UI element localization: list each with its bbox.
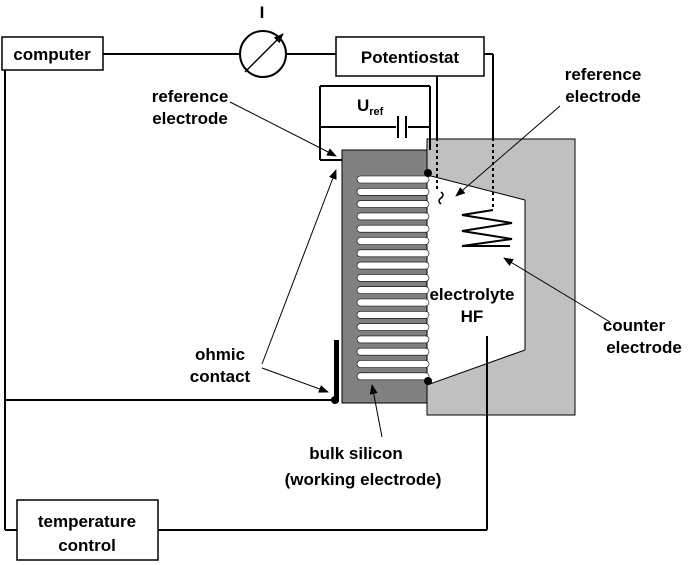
pore — [356, 237, 430, 245]
uref-label: Uref — [357, 96, 384, 118]
reference-electrode-label-left-2: electrode — [152, 109, 228, 128]
temperature-control-label-line2: control — [58, 536, 116, 555]
pore — [356, 200, 430, 208]
computer-label: computer — [13, 45, 91, 64]
ohmic-contact-dot — [331, 396, 339, 404]
reference-electrode-label-right-1: reference — [565, 65, 642, 84]
pore — [356, 360, 430, 368]
seal-dot-top — [424, 169, 432, 177]
counter-electrode-label-1: counter — [603, 316, 666, 335]
ohmic-contact-bar — [334, 340, 339, 402]
arrow-bulk-silicon — [369, 384, 383, 438]
arrow-ohmic-to-uref — [261, 169, 337, 365]
pore — [356, 372, 430, 381]
seal-dot-bottom — [424, 377, 432, 385]
arrow-ref-left — [229, 101, 337, 157]
arrow-ref-right — [455, 105, 561, 197]
reference-electrode-label-right-2: electrode — [565, 87, 641, 106]
pore — [356, 274, 430, 282]
reference-electrode-label-left-1: reference — [152, 87, 229, 106]
pore — [356, 310, 430, 319]
electrolyte-cavity — [427, 175, 525, 385]
counter-electrode-label-2: electrode — [606, 338, 682, 357]
reference-electrode-tip — [438, 191, 444, 205]
pore — [356, 261, 430, 270]
electrolyte-label-1: electrolyte — [429, 285, 514, 304]
pore — [356, 224, 430, 233]
pore — [356, 188, 430, 196]
electrolyte-label-2: HF — [461, 307, 484, 326]
pore — [356, 249, 430, 258]
temperature-control-box — [16, 499, 159, 561]
pore — [356, 347, 430, 356]
potentiostat-box — [335, 36, 485, 77]
bulk-silicon-label-2: (working electrode) — [285, 470, 442, 489]
counter-electrode-coil — [461, 209, 513, 247]
arrow-counter — [503, 257, 611, 323]
pore — [356, 335, 430, 344]
ohmic-contact-label-1: ohmic — [195, 345, 245, 364]
potentiostat-label: Potentiostat — [361, 48, 460, 67]
bulk-silicon-label-1: bulk silicon — [309, 444, 403, 463]
silicon-pores — [356, 175, 430, 381]
pore — [356, 298, 430, 307]
arrow-ohmic-to-contact — [261, 367, 329, 393]
computer-box — [1, 36, 104, 71]
current-label: I — [260, 3, 265, 22]
pore — [356, 175, 430, 184]
pore — [356, 212, 430, 221]
wiring — [4, 53, 494, 531]
ohmic-contact-label-2: contact — [190, 367, 251, 386]
pore — [356, 323, 430, 331]
pore — [356, 286, 430, 295]
temperature-control-label-line1: temperature — [38, 512, 136, 531]
